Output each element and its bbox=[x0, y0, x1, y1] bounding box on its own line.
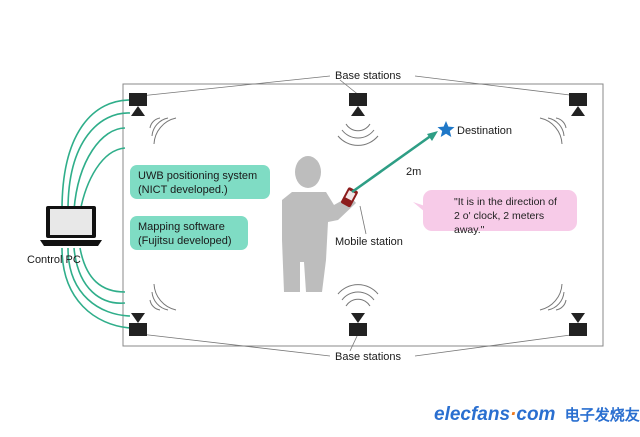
watermark-chinese: 电子发烧友 bbox=[564, 407, 640, 424]
mapping-title: Mapping software bbox=[138, 221, 225, 233]
watermark-dot: · bbox=[510, 404, 517, 425]
bubble-tail bbox=[413, 202, 425, 212]
watermark-brand: elecfans bbox=[434, 404, 511, 425]
base-station-icon bbox=[129, 93, 147, 116]
room-boundary bbox=[122, 83, 604, 347]
arrow-head bbox=[427, 131, 438, 141]
person-icon bbox=[282, 156, 356, 292]
uwb-subtitle: (NICT developed.) bbox=[138, 184, 228, 196]
destination-label: Destination bbox=[457, 125, 513, 137]
base-station-icon bbox=[569, 313, 587, 336]
mapping-subtitle: (Fujitsu developed) bbox=[138, 235, 232, 247]
base-station-icon bbox=[129, 313, 147, 336]
uwb-title: UWB positioning system bbox=[138, 170, 258, 182]
watermark: elecfans·com 电子发烧友 bbox=[434, 404, 640, 426]
watermark-suffix: com bbox=[516, 404, 556, 425]
base-station-lines bbox=[139, 75, 579, 357]
speech-line-1: "It is in the direction of bbox=[454, 196, 557, 208]
base-station-icon bbox=[569, 93, 587, 116]
mobile-pointer bbox=[359, 205, 367, 235]
speech-line-2: 2 o' clock, 2 meters away." bbox=[454, 210, 545, 236]
control-cables bbox=[61, 99, 131, 329]
base-station-icon bbox=[349, 313, 367, 336]
star-icon bbox=[437, 121, 455, 137]
speech-bubble: "It is in the direction of 2 o' clock, 2… bbox=[423, 190, 577, 236]
uwb-system-box: UWB positioning system (NICT developed.) bbox=[130, 165, 270, 199]
base-station-icon bbox=[349, 93, 367, 116]
base-stations-bottom-label: Base stations bbox=[335, 351, 402, 363]
laptop-icon bbox=[40, 206, 102, 246]
direction-arrow bbox=[351, 133, 433, 194]
mapping-software-box: Mapping software (Fujitsu developed) bbox=[130, 216, 248, 250]
control-pc-label: Control PC bbox=[27, 254, 81, 266]
distance-label: 2m bbox=[406, 166, 422, 178]
mobile-station-label: Mobile station bbox=[335, 236, 403, 248]
base-stations-top-label: Base stations bbox=[335, 70, 402, 82]
signal-waves bbox=[149, 117, 567, 311]
